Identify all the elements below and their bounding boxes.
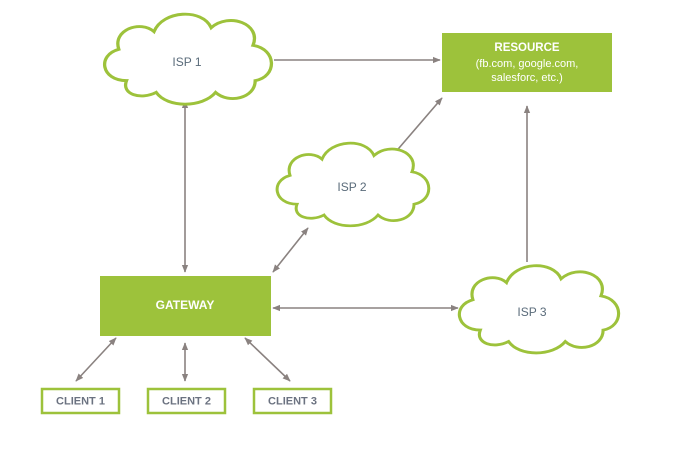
resource-line1: (fb.com, google.com,: [476, 58, 579, 70]
gateway-box: GATEWAY: [100, 276, 271, 336]
arrow-isp2-to-resource: [392, 97, 443, 156]
client2-label: CLIENT 2: [162, 395, 211, 407]
client3-box: CLIENT 3: [252, 387, 333, 415]
isp1-label: ISP 1: [172, 55, 201, 69]
resource-line2: salesforc, etc.): [491, 72, 563, 84]
isp2-cloud: ISP 2: [275, 141, 431, 228]
resource-title: RESOURCE: [494, 42, 560, 54]
isp3-label: ISP 3: [517, 305, 546, 319]
resource-box: RESOURCE (fb.com, google.com, salesforc,…: [442, 33, 612, 92]
connections: [75, 56, 531, 382]
arrow-isp2-gateway: [272, 227, 309, 273]
client1-label: CLIENT 1: [56, 395, 105, 407]
client3-label: CLIENT 3: [268, 395, 317, 407]
isp3-cloud: ISP 3: [457, 264, 621, 355]
arrow-gateway-client3: [244, 337, 291, 382]
isp2-label: ISP 2: [337, 180, 366, 194]
isp1-cloud: ISP 1: [102, 12, 274, 106]
client1-box: CLIENT 1: [40, 387, 121, 415]
gateway-label: GATEWAY: [156, 298, 215, 312]
arrow-gateway-client1: [75, 337, 117, 382]
client2-box: CLIENT 2: [146, 387, 227, 415]
